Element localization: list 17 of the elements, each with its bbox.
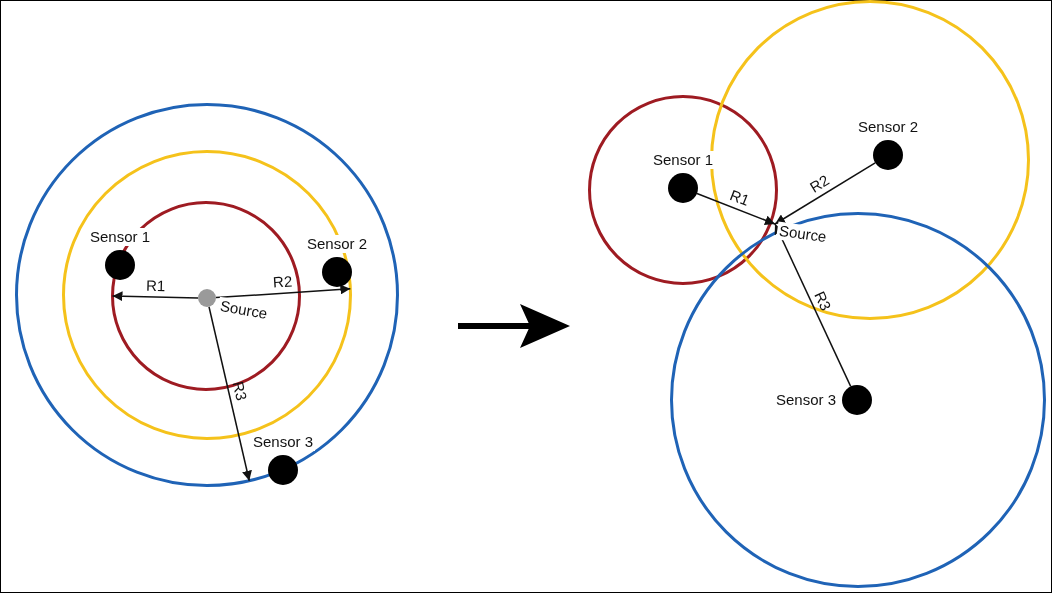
edge-label: R3 <box>230 380 250 403</box>
range-circle <box>588 95 778 285</box>
edge-label: R2 <box>272 273 293 291</box>
arrow <box>774 162 876 225</box>
range-circle <box>15 103 399 487</box>
arrow <box>696 192 776 225</box>
arrow <box>774 223 852 388</box>
arrow <box>215 284 352 299</box>
sensor-label: Sensor 1 <box>88 228 153 246</box>
edge-label: R1 <box>728 187 752 210</box>
edge-label: R2 <box>807 172 832 196</box>
sensor-label: Sensor 1 <box>651 151 716 169</box>
arrow <box>111 291 199 302</box>
arrow <box>208 306 252 482</box>
edge-label: R3 <box>811 288 835 313</box>
edge-label: R1 <box>145 277 166 295</box>
sensor-label: Sensor 2 <box>305 235 370 253</box>
